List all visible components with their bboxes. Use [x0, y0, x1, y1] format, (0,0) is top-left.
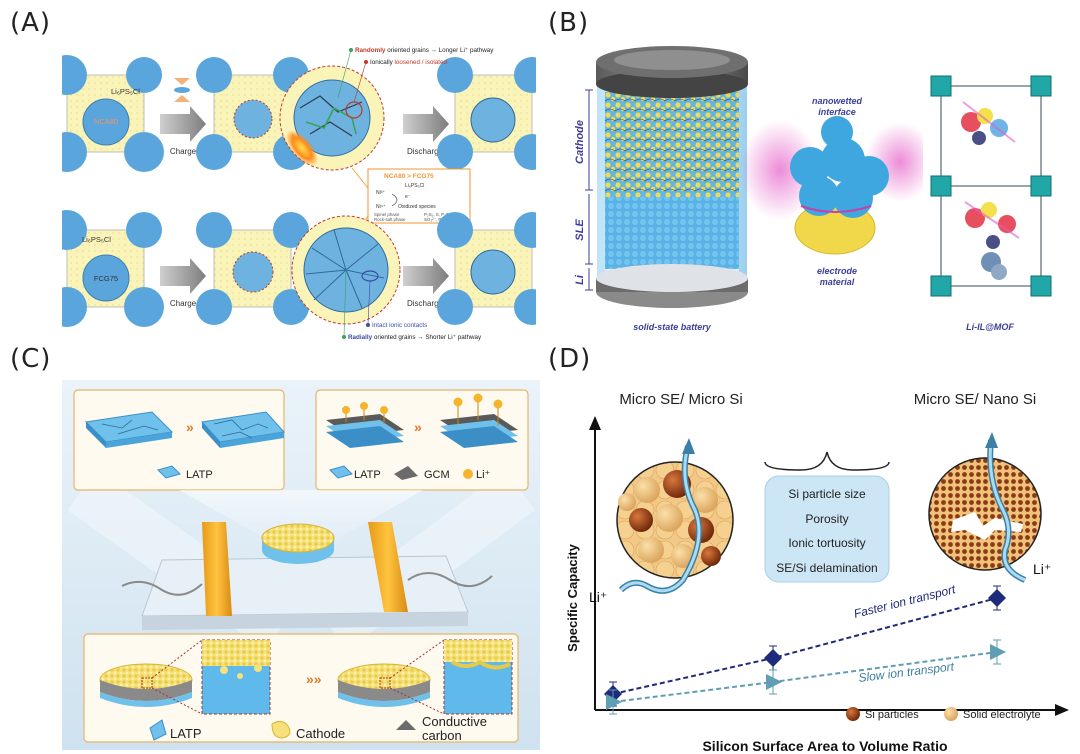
cathode-side-label: Cathode [575, 120, 586, 164]
faster-label: Faster ion transport [852, 582, 957, 621]
note-loosened: Ionically loosened / isolated [370, 59, 448, 66]
svg-text:»: » [414, 419, 422, 435]
li-side-label: Li [575, 274, 586, 285]
device-cell [121, 522, 493, 630]
point-slow-1 [766, 674, 782, 690]
svg-text:e⁻: e⁻ [405, 194, 411, 200]
svg-text:Rock-salt phase: Rock-salt phase [374, 217, 406, 222]
factor-1: Si particle size [788, 487, 866, 501]
charge-arrow-top [160, 106, 206, 142]
point-slow-0 [606, 694, 622, 710]
bottom-cathode-label: FCG75 [94, 274, 118, 283]
factors-brace [764, 451, 890, 471]
battery-caption: solid-state battery [633, 322, 712, 332]
mof-caption: Li-IL@MOF [966, 322, 1014, 332]
charge-label-top: Charge [170, 147, 197, 156]
bottom-discharged-box [437, 212, 536, 325]
svg-text:P₂S₅, S, P₂S₅: P₂S₅, S, P₂S₅ [424, 212, 451, 217]
latp-crack-box: » LATP [73, 389, 285, 491]
factor-2: Porosity [805, 512, 848, 526]
title-left: Micro SE/ Micro Si [619, 391, 742, 408]
factor-3: Ionic tortuosity [788, 536, 865, 550]
svg-text:Ni⁴⁺: Ni⁴⁺ [376, 204, 386, 210]
svg-text:»: » [186, 419, 194, 435]
point-faster-2 [988, 589, 1006, 607]
x-axis-label: Silicon Surface Area to Volume Ratio [702, 738, 947, 754]
panel-label-d: (D) [548, 344, 592, 374]
point-faster-1 [764, 649, 782, 667]
svg-text:SO₃²⁻, PO₄³⁻: SO₃²⁻, PO₄³⁻ [424, 217, 450, 222]
li-legend: Li⁺ [476, 469, 491, 481]
li-ion-right: Li⁺ [1033, 561, 1051, 577]
top-discharged-box [437, 57, 536, 170]
series-line-faster [612, 597, 998, 695]
panel-label-c: (C) [10, 344, 52, 374]
top-electrolyte-label: Li₆PS₅Cl [111, 87, 140, 96]
latp-legend-top: LATP [186, 469, 213, 481]
factor-4: SE/Si delamination [776, 561, 877, 575]
panel-label-b: (B) [548, 8, 590, 38]
series-line-slow [612, 651, 998, 703]
factors-box [764, 475, 890, 583]
discharge-arrow-top [403, 106, 449, 142]
si-legend-marker [846, 707, 860, 721]
panel-b-figure: Cathode SLE Li solid-state battery nanow… [575, 46, 1055, 332]
discharge-label-top: Discharge [407, 147, 444, 156]
panel-label-a: (A) [10, 8, 52, 38]
si-legend-label: Si particles [865, 709, 919, 721]
chart-axes [589, 416, 1069, 716]
micro-si-circle [616, 461, 734, 579]
svg-text:Oxidized species: Oxidized species [398, 204, 436, 210]
sle-side-label: SLE [575, 219, 586, 241]
note-random: Randomly oriented grains → Longer Li⁺ pa… [355, 47, 494, 54]
charge-label-bottom: Charge [170, 299, 197, 308]
mof-lattice [923, 68, 1055, 310]
latp-legend-mid: LATP [354, 469, 381, 481]
panel-c-figure: » LATP » LATP GCM Li⁺ [62, 380, 540, 750]
svg-text:Spinel phase: Spinel phase [374, 212, 400, 217]
cathode-legend: Cathode [296, 726, 345, 741]
se-legend-marker [944, 707, 958, 721]
bottom-electrolyte-box [62, 210, 164, 327]
top-cathode-label: NCA80 [94, 117, 118, 126]
nano-si-circle [928, 457, 1042, 571]
svg-text:Ni³⁺: Ni³⁺ [376, 190, 385, 196]
title-right: Micro SE/ Nano Si [914, 391, 1037, 408]
charge-arrow-bottom [160, 258, 206, 294]
panel-a-figure: Li₆PS₅Cl NCA80 Charge Discharge Randomly… [62, 47, 536, 341]
li-ion-left: Li⁺ [589, 589, 607, 605]
svg-text:NCA80 > FCG75: NCA80 > FCG75 [384, 173, 434, 180]
se-legend-label: Solid electrolyte [963, 709, 1041, 721]
discharge-arrow-bottom [403, 258, 449, 294]
nanowetted-interface-cluster [790, 116, 889, 255]
chart-series-group [604, 585, 1006, 715]
discharge-label-bottom: Discharge [407, 299, 444, 308]
top-electrolyte-box [62, 55, 164, 172]
gcm-coating-box: » LATP GCM Li⁺ [315, 389, 529, 491]
y-axis-label: Specific Capacity [565, 543, 580, 651]
gcm-legend: GCM [424, 469, 450, 481]
top-charged-box [196, 57, 309, 170]
point-slow-2 [990, 644, 1006, 660]
battery-cylinder [596, 46, 748, 308]
latp-legend-bottom: LATP [170, 726, 202, 741]
bottom-electrolyte-label: Li₆PS₅Cl [82, 235, 111, 244]
svg-text:»»: »» [306, 671, 322, 687]
note-radial: Radially oriented grains → Shorter Li⁺ p… [348, 334, 482, 341]
note-intact: Intact ionic contacts [372, 322, 427, 329]
panel-d-figure: Micro SE/ Micro Si Micro SE/ Nano Si Spe… [565, 391, 1069, 754]
svg-text:Li₆PS₅Cl: Li₆PS₅Cl [405, 183, 424, 189]
